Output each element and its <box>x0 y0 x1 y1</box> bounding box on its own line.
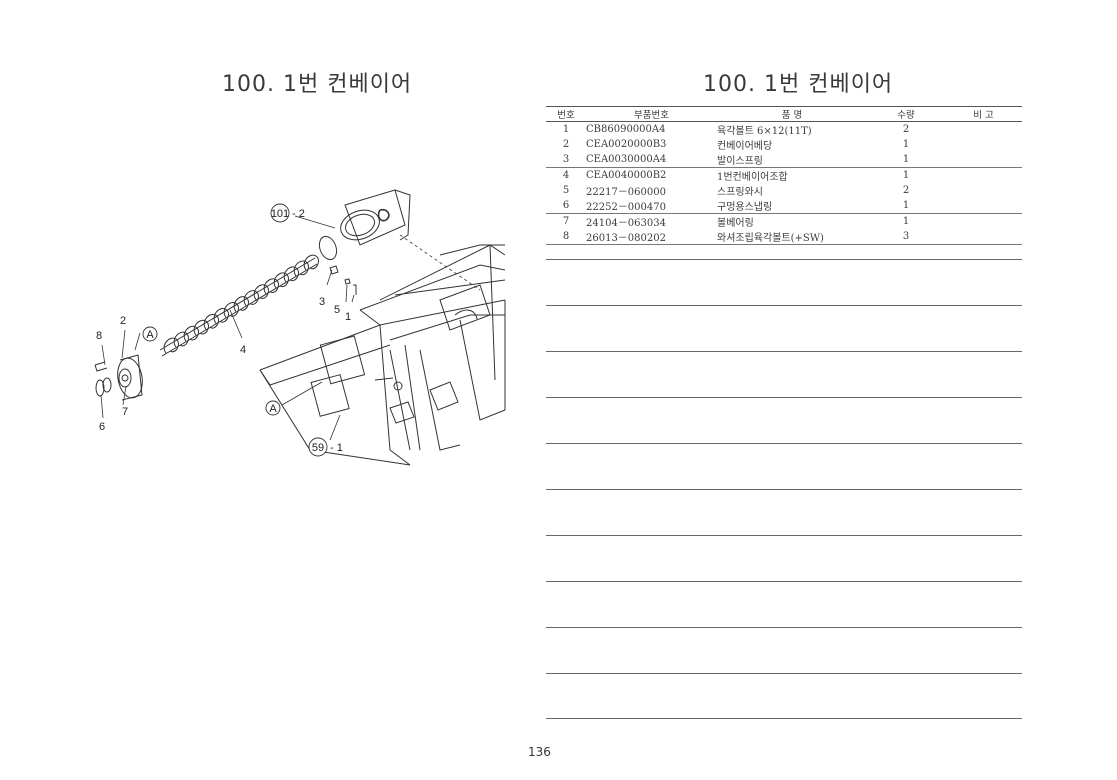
conveyor-frame-drawing <box>259 244 506 466</box>
header-no: 번호 <box>546 106 586 122</box>
part-label-3: 3 <box>319 296 325 308</box>
part-label-4: 4 <box>240 344 246 356</box>
cell-remark <box>945 229 1022 245</box>
table-row: 4 CEA0040000B2 1번컨베이어조합 1 <box>546 168 1022 184</box>
callout-59-label: 59 <box>312 442 324 454</box>
header-qty: 수량 <box>867 106 945 122</box>
cell-remark <box>945 168 1022 184</box>
callout-59-circle <box>308 437 328 457</box>
table-header-row: 번호 부품번호 품 명 수량 비 고 <box>546 106 1022 122</box>
part-label-1: 1 <box>345 311 351 323</box>
cell-name: 볼베어링 <box>717 218 754 229</box>
cell-name: 1번컨베이어조합 <box>717 172 788 183</box>
ruled-line <box>546 489 1022 490</box>
table-row: 7 24104－063034 볼베어링 1 <box>546 214 1022 230</box>
table-row: 2 CEA0020000B3 컨베이어베당 1 <box>546 137 1022 152</box>
cell-no: 8 <box>546 229 586 245</box>
part-label-7: 7 <box>122 406 128 418</box>
ruled-line <box>546 627 1022 628</box>
cell-remark <box>945 137 1022 152</box>
header-part-no: 부품번호 <box>586 106 717 122</box>
page-title-left: 100. 1번 컨베이어 <box>222 72 413 97</box>
cell-part-no: 22217－060000 <box>586 187 666 198</box>
callout-101-label: 101 <box>271 208 289 220</box>
conveyor-bearing-housing-drawing <box>340 189 411 246</box>
cell-name: 구멍용스냅링 <box>717 198 867 214</box>
cell-no: 3 <box>546 152 586 168</box>
ruled-line <box>546 673 1022 674</box>
header-name: 품 명 <box>717 106 867 122</box>
exploded-parts-diagram: 101 - 2 59 - 1 A A 3 5 1 4 8 2 7 6 <box>94 189 506 466</box>
cell-qty: 2 <box>902 185 910 196</box>
auger-screw-drawing <box>159 254 319 357</box>
part-label-2: 2 <box>120 315 126 327</box>
table-row: 1 CB86090000A4 육각볼트 6×12(11T) 2 <box>546 122 1022 138</box>
cell-qty: 1 <box>867 152 945 168</box>
parts-table: 번호 부품번호 품 명 수량 비 고 1 CB86090000A4 육각볼트 6×1… <box>546 106 1022 245</box>
cell-remark <box>945 183 1022 198</box>
end-bearing-drawing <box>94 354 143 401</box>
cell-remark <box>945 214 1022 230</box>
cell-remark <box>945 122 1022 138</box>
cell-name: 스프링와시 <box>717 187 763 198</box>
cell-part-no: CEA0020000B3 <box>586 139 667 150</box>
cell-name: 발이스프링 <box>717 152 867 168</box>
cell-qty: 3 <box>867 229 945 245</box>
callout-59-number: - 1 <box>330 442 343 454</box>
ruled-line <box>546 581 1022 582</box>
ruled-line <box>546 351 1022 352</box>
part-label-5: 5 <box>334 304 340 316</box>
header-remark: 비 고 <box>945 106 1022 122</box>
cell-part-no: CB86090000A4 <box>586 124 666 135</box>
cell-no: 5 <box>562 185 570 196</box>
cell-no: 1 <box>562 124 570 135</box>
leader-lines <box>100 215 481 441</box>
reference-a-circle-2 <box>265 400 281 416</box>
reference-a-label-2: A <box>269 403 277 415</box>
cell-part-no: 26013－080202 <box>586 229 717 245</box>
ruled-line <box>546 305 1022 306</box>
cell-qty: 1 <box>902 139 910 150</box>
callout-101-circle <box>270 203 290 223</box>
callout-101-number: - 2 <box>292 208 305 220</box>
cell-qty: 1 <box>867 198 945 214</box>
reference-a-circle-1 <box>142 326 158 342</box>
ruled-line <box>546 535 1022 536</box>
cell-part-no: 24104－063034 <box>586 218 666 229</box>
page-number: 136 <box>528 745 551 759</box>
ruled-line <box>546 397 1022 398</box>
cell-no: 7 <box>562 216 570 227</box>
part-label-8: 8 <box>96 330 102 342</box>
cell-name: 와셔조립육각볼트(+SW) <box>717 229 867 245</box>
ruled-line <box>546 259 1022 260</box>
cell-part-no: 22252－000470 <box>586 198 717 214</box>
table-row: 5 22217－060000 스프링와시 2 <box>546 183 1022 198</box>
cell-remark <box>945 198 1022 214</box>
cell-qty: 2 <box>902 124 910 135</box>
cell-name: 육각볼트 6×12(11T) <box>717 126 812 137</box>
cell-qty: 1 <box>902 170 910 181</box>
page-title-right: 100. 1번 컨베이어 <box>703 72 894 97</box>
small-fasteners-drawing <box>318 235 357 295</box>
cell-no: 2 <box>562 139 570 150</box>
ruled-line <box>546 718 1022 719</box>
cell-qty: 1 <box>902 216 910 227</box>
cell-part-no: CEA0030000A4 <box>586 152 717 168</box>
cell-no: 4 <box>562 170 570 181</box>
part-label-6: 6 <box>99 421 105 433</box>
cell-part-no: CEA0040000B2 <box>586 170 667 181</box>
ruled-line <box>546 443 1022 444</box>
cell-name: 컨베이어베당 <box>717 141 773 152</box>
reference-a-label-1: A <box>146 329 154 341</box>
cell-no: 6 <box>546 198 586 214</box>
cell-remark <box>945 152 1022 168</box>
